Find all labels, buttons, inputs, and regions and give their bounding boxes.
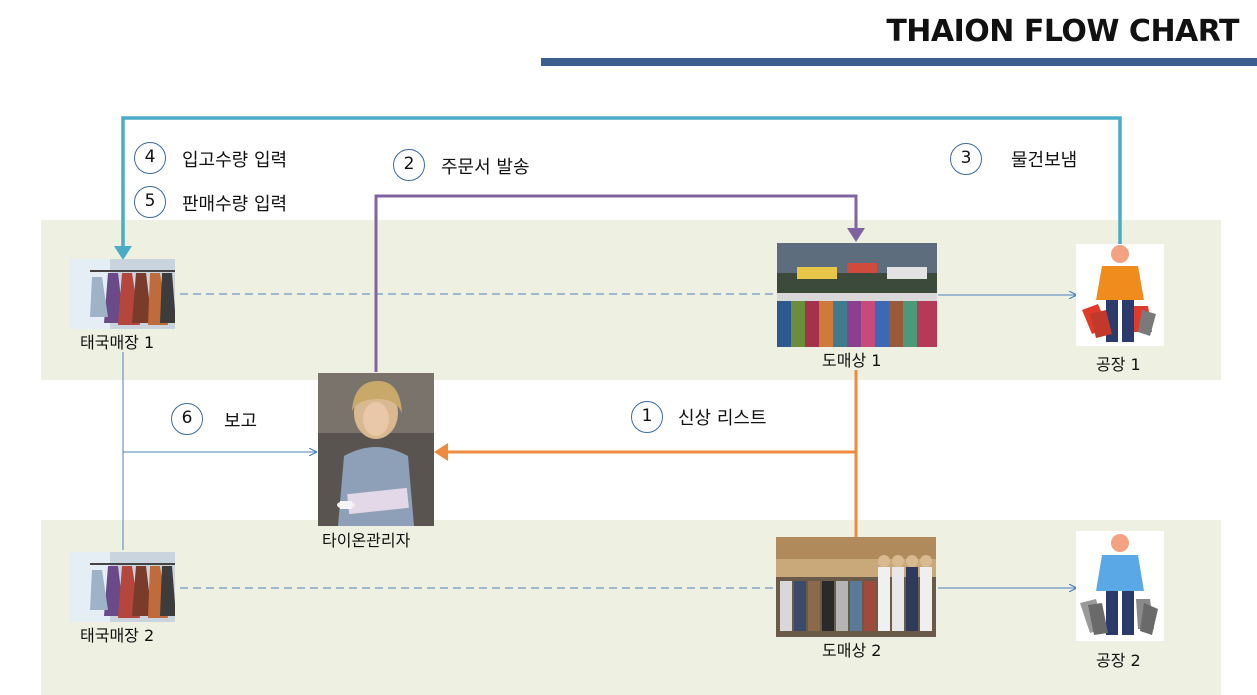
wholesaler2-label: 도매상 2	[822, 641, 882, 660]
step1-text: 신상 리스트	[678, 408, 767, 429]
step4-text: 입고수량 입력	[182, 150, 288, 171]
title-underline-bar	[541, 58, 1257, 66]
step4-badge: 4	[134, 142, 166, 174]
store1-image	[70, 259, 175, 329]
page-title: THAION FLOW CHART	[886, 14, 1239, 49]
top-row-band	[41, 220, 1221, 380]
wholesaler1-image	[777, 243, 937, 347]
manager-label: 타이온관리자	[322, 531, 411, 550]
step3-arrow	[121, 116, 1122, 252]
store2-image	[70, 552, 175, 622]
store1-label: 태국매장 1	[80, 333, 155, 352]
factory1-image	[1076, 244, 1164, 346]
step2-arrow	[374, 194, 858, 372]
step1-arrowhead	[434, 443, 448, 461]
step2-text: 주문서 발송	[441, 157, 530, 178]
factory2-label: 공장 2	[1096, 651, 1141, 670]
step5-text: 판매수량 입력	[182, 194, 288, 215]
step1-badge: 1	[631, 401, 663, 433]
step3-badge: 3	[950, 143, 982, 175]
step3-arrowhead	[114, 246, 132, 260]
factory2-image	[1076, 531, 1164, 641]
store2-label: 태국매장 2	[80, 626, 155, 645]
step2-badge: 2	[393, 149, 425, 181]
manager-image	[318, 373, 434, 526]
step3-text: 물건보냄	[1011, 150, 1078, 171]
step5-badge: 5	[134, 186, 166, 218]
step2-arrowhead	[847, 228, 865, 242]
bottom-row-band	[41, 520, 1221, 695]
wholesaler1-label: 도매상 1	[822, 351, 882, 370]
wholesaler2-image	[776, 537, 936, 637]
step6-badge: 6	[171, 403, 203, 435]
step6-text: 보고	[224, 411, 258, 432]
factory1-label: 공장 1	[1096, 355, 1141, 374]
